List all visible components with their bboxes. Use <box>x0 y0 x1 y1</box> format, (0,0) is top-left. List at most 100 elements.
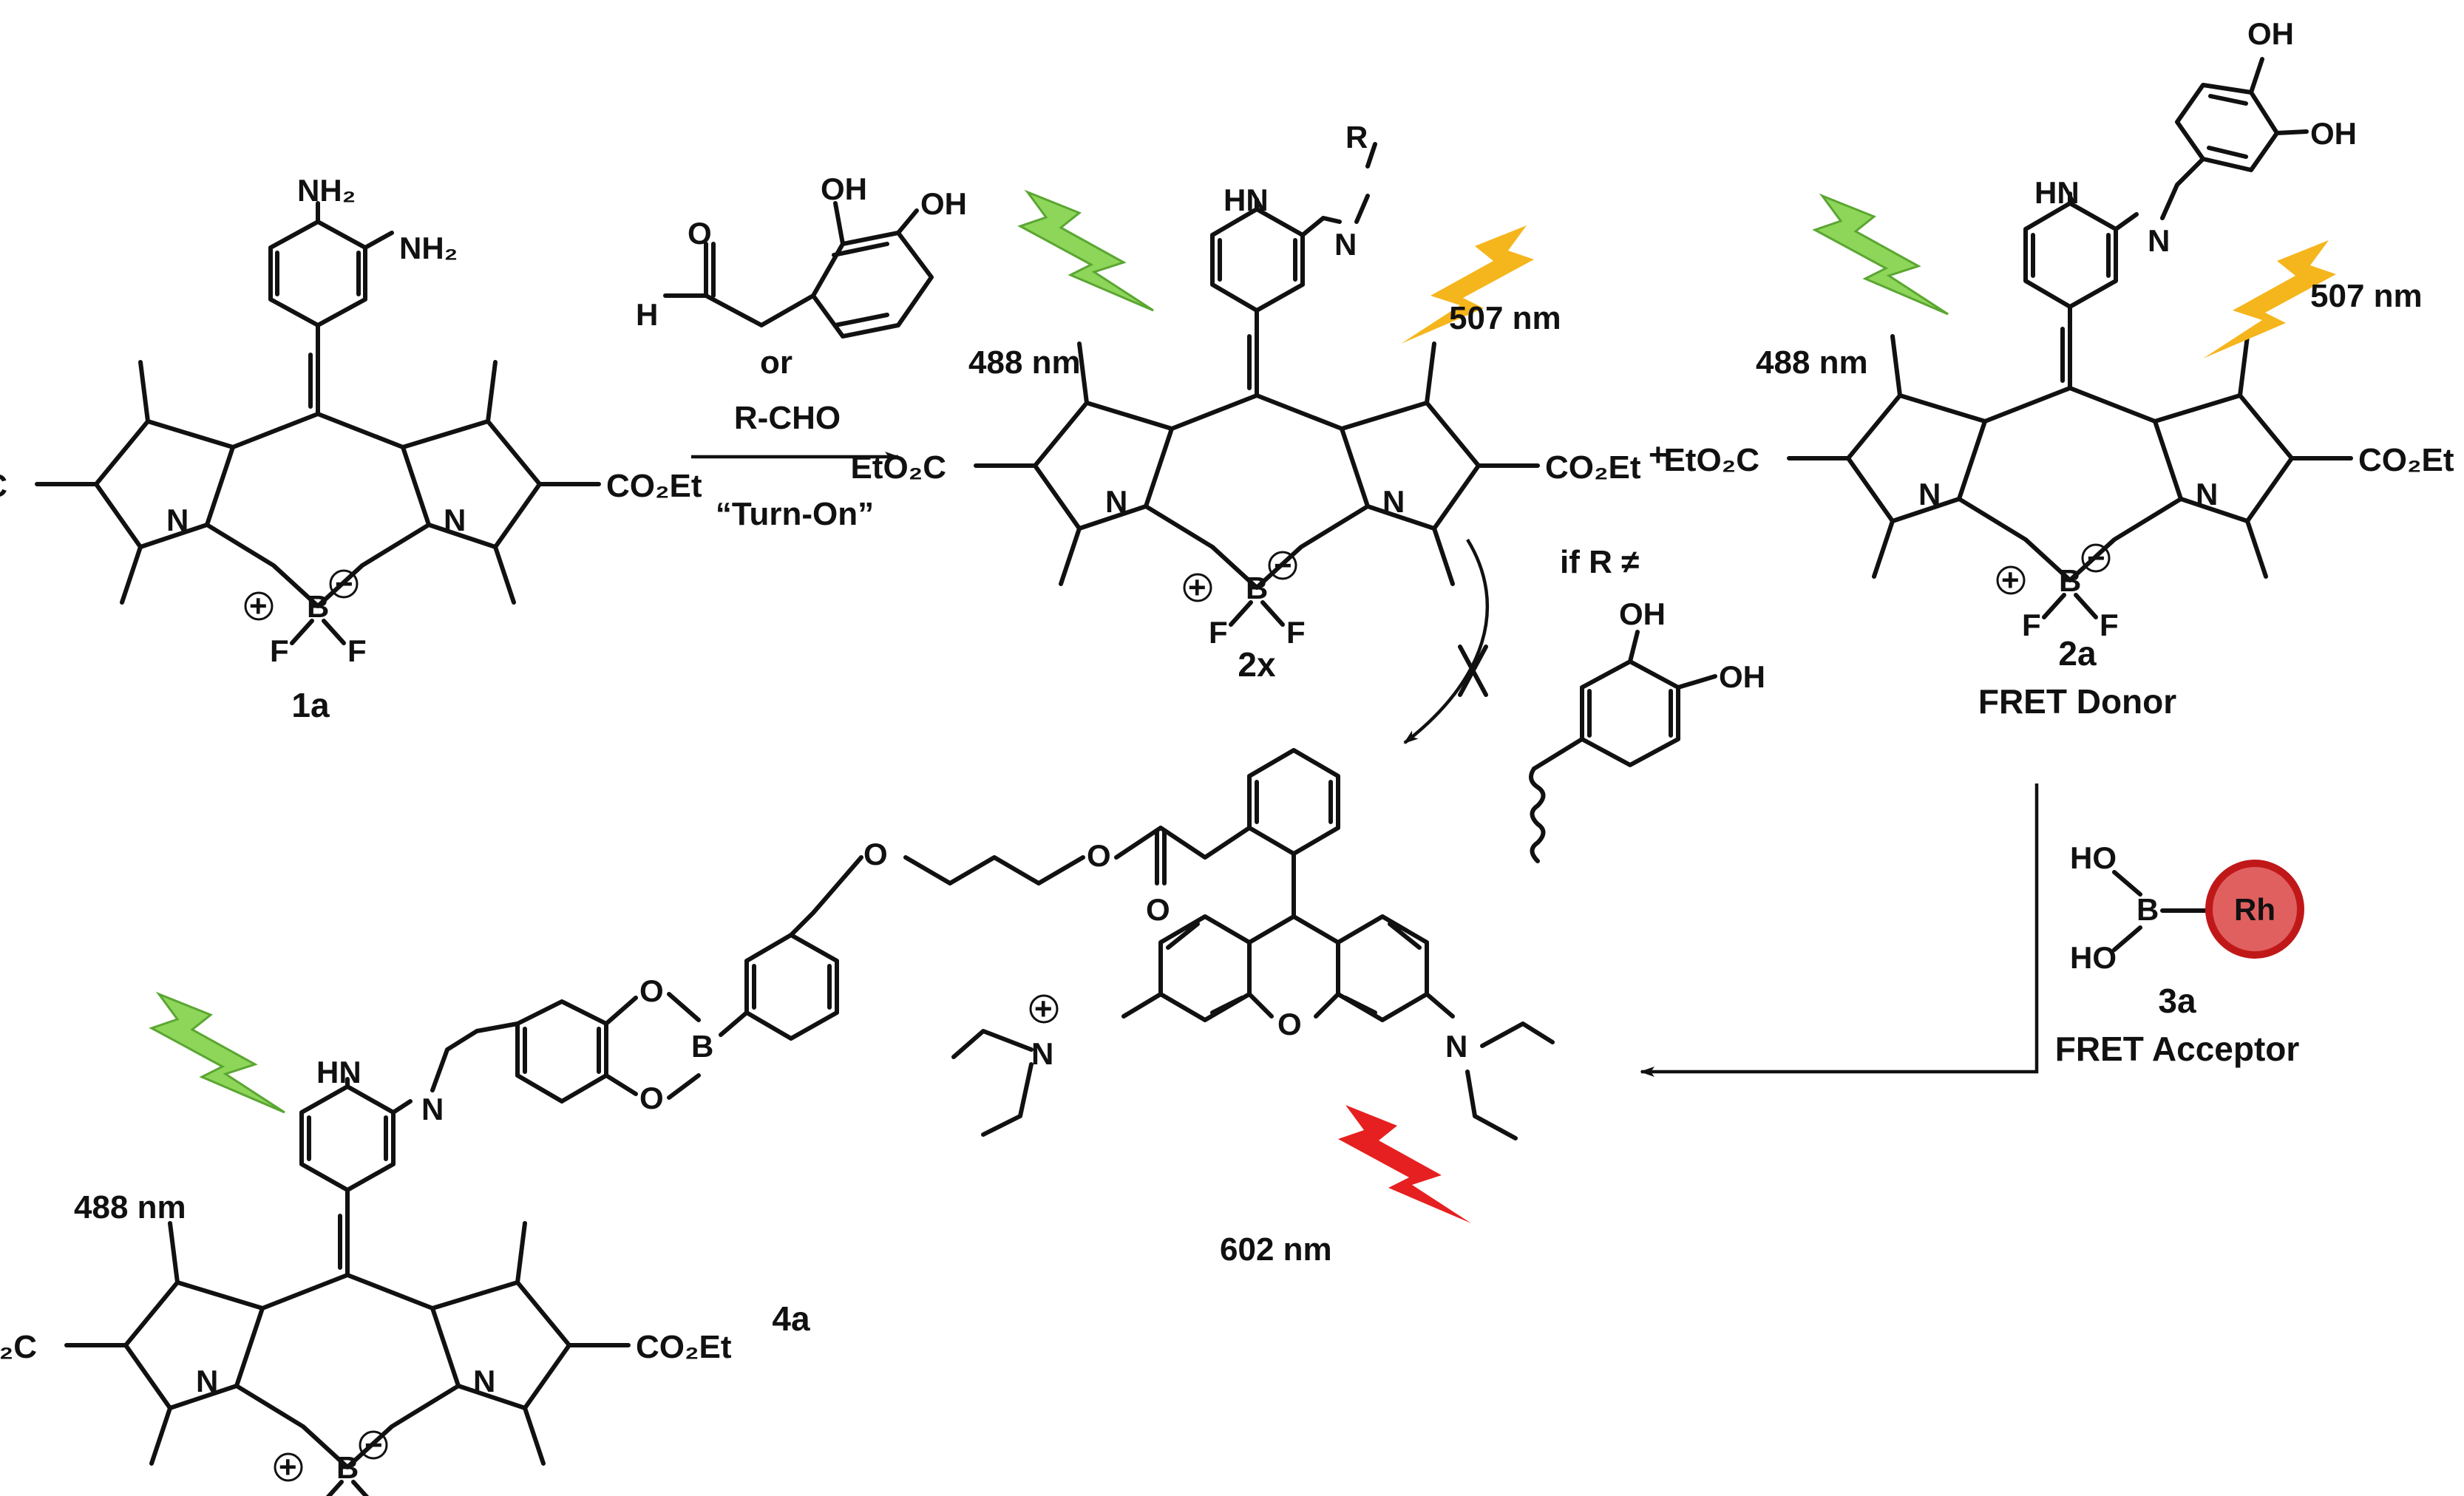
r-group: R <box>1345 120 1368 154</box>
plus-charge: + <box>249 588 268 623</box>
bodipy-core: N N B F F + − EtO₂C CO₂Et <box>850 336 1641 650</box>
minus-charge: − <box>364 1427 383 1462</box>
hydroxyl-group: OH <box>2247 16 2294 51</box>
atom-n: N <box>1334 227 1357 262</box>
emission-wavelength: 507 nm <box>2310 278 2423 314</box>
atom-n: N <box>2196 477 2218 511</box>
compound-2x: N N B F F + − EtO₂C CO₂Et HN N R 2x 488 … <box>850 120 1667 684</box>
atom-n: N <box>1105 484 1127 519</box>
emission-lightning-icon <box>1338 1105 1471 1223</box>
atom-f: F <box>2022 608 2041 642</box>
compound-label: 2a <box>2058 634 2097 673</box>
atom-h: H <box>636 297 658 332</box>
compound-label: 2x <box>1238 645 1276 684</box>
atom-n: N <box>166 503 189 537</box>
excitation-wavelength: 488 nm <box>1756 344 1868 381</box>
atom-b: B <box>336 1450 359 1485</box>
atom-o: O <box>639 973 664 1008</box>
ester-left: EtO₂C <box>850 449 946 486</box>
ester-left: EtO₂C <box>0 1329 37 1365</box>
emission-wavelength: 602 nm <box>1220 1231 1332 1268</box>
plus-charge: + <box>1188 570 1206 605</box>
compound-3a: HO HO B Rh 3a FRET Acceptor <box>1640 783 2304 1077</box>
ester-right: CO₂Et <box>606 468 702 504</box>
atom-o: O <box>639 1081 664 1115</box>
turn-on-label: “Turn-On” <box>716 496 874 532</box>
bodipy-core: N N B F F + − EtO₂C CO₂Et <box>1663 329 2454 642</box>
atom-f: F <box>377 1495 396 1496</box>
minus-charge: − <box>335 566 353 601</box>
atom-o: O <box>688 216 712 251</box>
or-label: or <box>760 344 793 381</box>
amine-n: N <box>1445 1029 1467 1064</box>
emission-wavelength: 507 nm <box>1449 300 1561 336</box>
compound-label: 3a <box>2158 982 2196 1020</box>
reagent-aldehyde: O H OH OH or R-CHO “Turn-On” <box>636 171 967 532</box>
atom-n: N <box>196 1364 218 1398</box>
atom-b: B <box>2137 892 2159 927</box>
condition-label: if R ≠ <box>1560 544 1639 580</box>
atom-n: N <box>444 503 466 537</box>
ester-left: EtO₂C <box>0 468 7 504</box>
blocked-reaction-path: if R ≠ OH OH <box>1403 538 1765 863</box>
atom-f: F <box>347 633 367 668</box>
atom-hn: HN <box>316 1055 362 1089</box>
amine-group: NH₂ <box>297 173 356 208</box>
ester-right: CO₂Et <box>1545 449 1641 486</box>
hydroxyl-group: OH <box>1619 596 1666 631</box>
hydroxyl-group: OH <box>1719 659 1765 694</box>
atom-o: O <box>863 837 888 871</box>
excitation-lightning-icon <box>1019 191 1155 312</box>
rcho-label: R-CHO <box>734 400 841 436</box>
blocked-arrow <box>1403 538 1490 744</box>
rhodamine-label: Rh <box>2234 892 2275 927</box>
atom-b: B <box>691 1029 713 1064</box>
atom-n: N <box>2148 223 2170 258</box>
minus-charge: − <box>1274 548 1292 582</box>
plus-charge: + <box>279 1449 297 1484</box>
atom-n: N <box>1918 477 1941 511</box>
bodipy-core: N N B F F + − EtO₂C CO₂Et <box>0 355 702 668</box>
compound-2a: N N B F F + − EtO₂C CO₂Et HN N OH OH 2a … <box>1663 16 2454 721</box>
excitation-wavelength: 488 nm <box>74 1189 186 1225</box>
atom-f: F <box>1209 615 1228 650</box>
amine-group: NH₂ <box>399 231 458 265</box>
rhodamine-icon <box>2205 860 2304 959</box>
atom-b: B <box>2059 563 2081 598</box>
atom-n: N <box>1382 484 1405 519</box>
compound-role: FRET Donor <box>1978 682 2176 721</box>
hydroxyl-group: OH <box>2310 116 2357 151</box>
compound-label: 4a <box>772 1299 810 1338</box>
atom-f: F <box>270 633 289 668</box>
bodipy-core: N N B F F + − EtO₂C CO₂Et <box>0 1216 732 1496</box>
hydroxyl-group: OH <box>821 171 867 206</box>
excitation-wavelength: 488 nm <box>968 344 1081 381</box>
minus-charge: − <box>2087 540 2105 575</box>
atom-n: N <box>473 1364 495 1398</box>
atom-o: O <box>1277 1007 1302 1041</box>
ester-left: EtO₂C <box>1663 442 1759 478</box>
compound-label: 1a <box>291 686 330 724</box>
plus-sign: + <box>1649 437 1668 473</box>
atom-hn: HN <box>2034 175 2080 210</box>
atom-b: B <box>1246 571 1268 605</box>
atom-o: O <box>1087 838 1111 873</box>
atom-f: F <box>2100 608 2119 642</box>
ester-right: CO₂Et <box>636 1329 732 1365</box>
atom-hn: HN <box>1223 183 1269 217</box>
hydroxyl-group: OH <box>920 186 967 221</box>
plus-charge: + <box>2001 562 2020 597</box>
excitation-lightning-icon <box>150 993 286 1114</box>
excitation-lightning-icon <box>1813 194 1949 316</box>
atom-f: F <box>1286 615 1306 650</box>
compound-1a: N N B F F + − EtO₂C CO₂Et NH₂ NH₂ 1a <box>0 173 702 724</box>
ester-right: CO₂Et <box>2358 442 2454 478</box>
atom-n: N <box>421 1092 444 1126</box>
fret-arrow <box>1640 783 2039 1077</box>
atom-o: O <box>1146 892 1170 927</box>
compound-role: FRET Acceptor <box>2055 1030 2300 1068</box>
compound-4a: N N B F F + − EtO₂C CO₂Et HN N O O B O O… <box>0 748 1555 1496</box>
iminium-n: N <box>1031 1036 1053 1071</box>
atom-b: B <box>307 589 329 624</box>
